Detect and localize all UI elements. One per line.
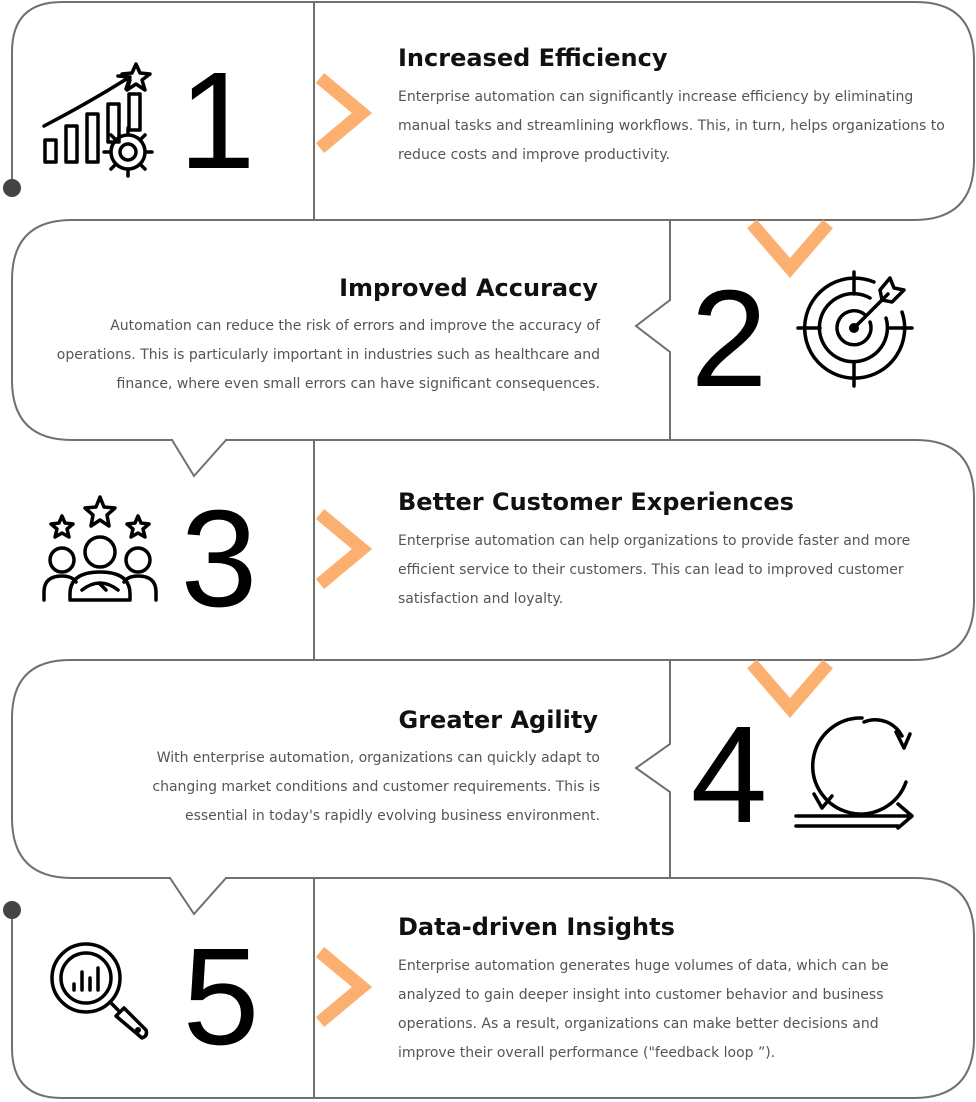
step-title-3: Better Customer Experiences [398,488,794,516]
step-number-5: 5 [182,920,260,1074]
step-description-4: With enterprise automation, organization… [152,750,600,824]
step-number-1: 1 [178,44,256,198]
outline-path [11,1,975,1099]
step-description-2: Automation can reduce the risk of errors… [56,318,600,392]
divider-2 [634,220,671,440]
step-title-2: Improved Accuracy [339,274,598,302]
step-title-1: Increased Efficiency [398,44,668,72]
start-dot [3,179,21,197]
notch-2-3 [171,439,227,478]
step-number-4: 4 [690,698,768,852]
divider-4 [634,660,671,878]
chevron-right-5 [315,947,373,1027]
chevron-down-2 [747,219,833,278]
step-title-4: Greater Agility [398,706,599,734]
chevron-right-3 [315,509,373,589]
step-number-3: 3 [180,482,258,636]
step-description-5: Enterprise automation generates huge vol… [398,958,889,1061]
step-description-3: Enterprise automation can help organizat… [398,533,911,607]
step-description-1: Enterprise automation can significantly … [398,89,945,163]
notch-4-5 [169,877,227,916]
step-title-5: Data-driven Insights [398,913,675,941]
step-number-2: 2 [690,262,768,416]
chevron-right-1 [315,73,373,153]
chevron-down-4 [747,659,833,718]
end-dot [3,901,21,919]
